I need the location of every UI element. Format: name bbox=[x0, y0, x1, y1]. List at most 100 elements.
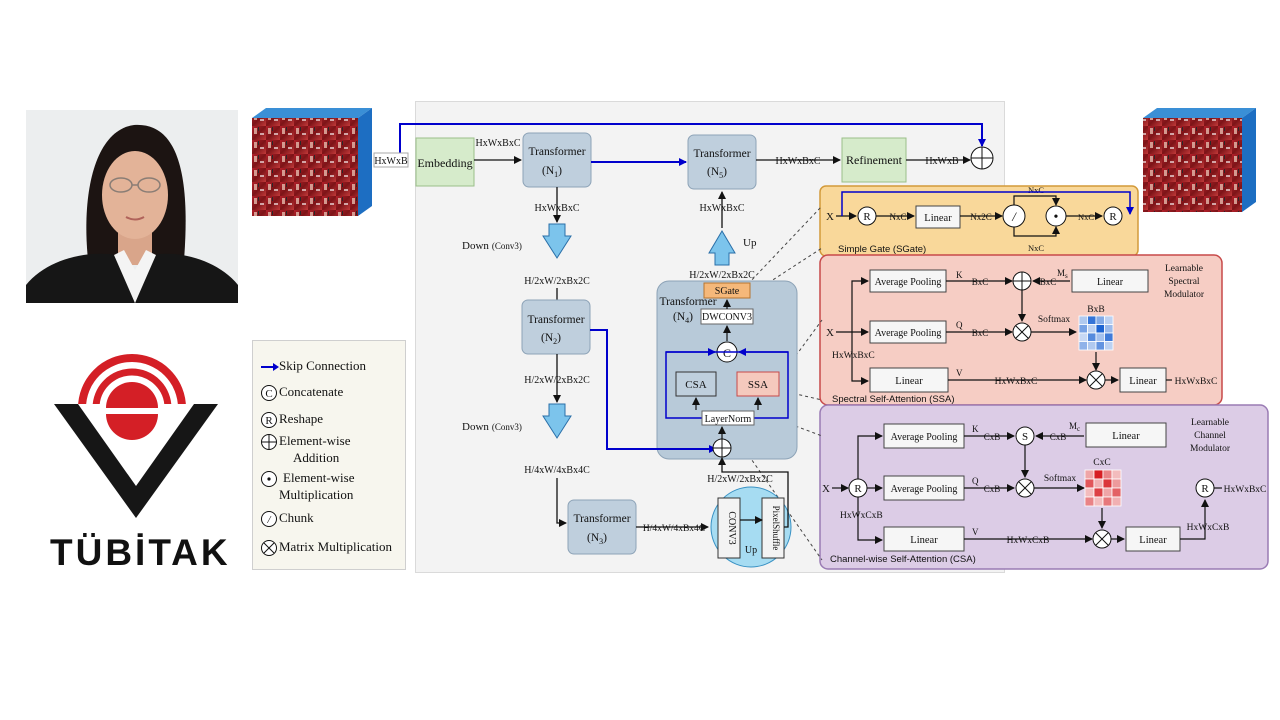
svg-text:C: C bbox=[723, 346, 731, 360]
svg-text:Average Pooling: Average Pooling bbox=[891, 432, 958, 443]
svg-text:X: X bbox=[826, 211, 834, 223]
svg-text:SSA: SSA bbox=[748, 379, 768, 391]
embedding-block bbox=[415, 137, 475, 187]
heatmap-cell bbox=[1093, 469, 1104, 480]
heatmap-cell bbox=[1104, 315, 1114, 325]
ssa-node bbox=[736, 371, 780, 397]
svg-text:Transformer: Transformer bbox=[659, 296, 716, 308]
svg-text:LayerNorm: LayerNorm bbox=[705, 414, 752, 425]
svg-text:Mc: Mc bbox=[1069, 421, 1080, 433]
svg-text:HxWxBxC: HxWxBxC bbox=[700, 203, 745, 214]
svg-text:•: • bbox=[1054, 210, 1059, 225]
heatmap-cell bbox=[1111, 469, 1122, 480]
svg-text:(N2): (N2) bbox=[541, 332, 561, 346]
svg-text:(N3): (N3) bbox=[587, 532, 607, 546]
global-skip-connection bbox=[399, 123, 986, 156]
svg-text:NxC: NxC bbox=[1028, 185, 1044, 195]
svg-text:NxC: NxC bbox=[889, 212, 906, 222]
heatmap-cell bbox=[1087, 341, 1097, 351]
heatmap-cell bbox=[1102, 478, 1113, 489]
svg-text:Softmax: Softmax bbox=[1044, 473, 1076, 484]
matrix-multiplication-icon bbox=[259, 538, 279, 558]
legend-reshape: R Reshape bbox=[259, 410, 323, 430]
svg-text:R: R bbox=[1109, 211, 1117, 223]
heatmap-cell bbox=[1095, 332, 1105, 342]
heatmap-cell bbox=[1084, 487, 1095, 498]
svg-text:R: R bbox=[854, 483, 862, 495]
reshape-icon: R bbox=[259, 410, 279, 430]
skip-arrow-icon bbox=[259, 357, 279, 377]
csa-linear-v bbox=[883, 526, 965, 552]
chunk-icon: / bbox=[259, 509, 279, 529]
portrait-photo bbox=[26, 110, 238, 303]
svg-text:BxC: BxC bbox=[972, 328, 989, 338]
t1-out-shape: HxWxBxC bbox=[535, 203, 580, 214]
svg-text:Linear: Linear bbox=[1139, 535, 1167, 546]
heatmap-cell bbox=[1084, 469, 1095, 480]
layernorm-box bbox=[701, 410, 755, 426]
svg-text:Linear: Linear bbox=[895, 376, 923, 387]
svg-text:HxWxCxB: HxWxCxB bbox=[1007, 536, 1050, 546]
input-shape-label: HxWxB bbox=[374, 156, 408, 167]
svg-text:X: X bbox=[822, 483, 830, 495]
svg-text:Down(Conv3): Down(Conv3) bbox=[462, 421, 522, 433]
sgate-linear bbox=[915, 205, 961, 229]
svg-text:Linear: Linear bbox=[910, 535, 938, 546]
legend-box: Skip Connection C Concatenate R Reshape … bbox=[252, 340, 406, 570]
svg-text:Learnable: Learnable bbox=[1165, 264, 1203, 274]
heatmap-cell bbox=[1078, 341, 1088, 351]
svg-text:(N4): (N4) bbox=[673, 311, 693, 325]
svg-text:H/2xW/2xBx2C: H/2xW/2xBx2C bbox=[707, 474, 773, 485]
svg-text:Ms: Ms bbox=[1057, 268, 1068, 280]
heatmap-cell bbox=[1093, 487, 1104, 498]
svg-text:Linear: Linear bbox=[1129, 376, 1157, 387]
svg-text:K: K bbox=[972, 424, 979, 434]
legend-matmul: Matrix Multiplication bbox=[259, 538, 392, 558]
svg-text:BxC: BxC bbox=[1040, 277, 1057, 287]
heatmap-cell bbox=[1087, 315, 1097, 325]
svg-text:X: X bbox=[826, 327, 834, 339]
svg-text:CxB: CxB bbox=[984, 432, 1001, 442]
svg-text:Q: Q bbox=[956, 320, 963, 330]
svg-text:K: K bbox=[956, 270, 963, 280]
svg-text:CSA: CSA bbox=[685, 379, 706, 391]
heatmap-cell bbox=[1104, 324, 1114, 334]
csa-linear-mc bbox=[1085, 422, 1167, 448]
svg-text:CxB: CxB bbox=[1050, 432, 1067, 442]
svg-text:Average Pooling: Average Pooling bbox=[891, 484, 958, 495]
svg-text:Modulator: Modulator bbox=[1190, 444, 1231, 454]
svg-text:C: C bbox=[265, 388, 272, 400]
svg-text:NxC: NxC bbox=[1028, 243, 1044, 253]
ssa-linear-ms bbox=[1071, 269, 1149, 293]
heatmap-cell bbox=[1078, 332, 1088, 342]
ssa-attention-heatmap bbox=[1078, 315, 1114, 351]
svg-text:SGate: SGate bbox=[715, 286, 740, 297]
heatmap-cell bbox=[1078, 324, 1088, 334]
csa-avgpool-k bbox=[883, 423, 965, 449]
heatmap-cell bbox=[1102, 496, 1113, 507]
refinement-block bbox=[841, 137, 907, 183]
svg-text:R: R bbox=[863, 211, 871, 223]
svg-text:(N5): (N5) bbox=[707, 166, 727, 180]
csa-linear-out bbox=[1125, 526, 1181, 552]
svg-text:Channel: Channel bbox=[1194, 431, 1226, 441]
element-wise-addition-icon bbox=[259, 432, 279, 452]
sgate-box bbox=[703, 282, 751, 299]
sgate-reshape-2 bbox=[1103, 206, 1123, 226]
heatmap-cell bbox=[1084, 496, 1095, 507]
svg-text:Linear: Linear bbox=[1112, 431, 1140, 442]
svg-text:/: / bbox=[266, 514, 271, 526]
heatmap-cell bbox=[1102, 469, 1113, 480]
svg-text:Average Pooling: Average Pooling bbox=[875, 277, 942, 288]
legend-chunk: / Chunk bbox=[259, 509, 314, 529]
output-hyperspectral-cube bbox=[1143, 108, 1256, 212]
svg-text:PixelShuffle: PixelShuffle bbox=[771, 506, 781, 551]
pixelshuffle-box bbox=[761, 497, 785, 559]
svg-text:H/4xW/4xBx4C: H/4xW/4xBx4C bbox=[524, 465, 590, 476]
svg-text:HxWxCxB: HxWxCxB bbox=[840, 511, 883, 521]
transformer-n1-label: Transformer bbox=[528, 146, 585, 158]
svg-text:V: V bbox=[956, 368, 963, 378]
legend-concat: C Concatenate bbox=[259, 383, 343, 403]
svg-text:Linear: Linear bbox=[1097, 277, 1124, 288]
